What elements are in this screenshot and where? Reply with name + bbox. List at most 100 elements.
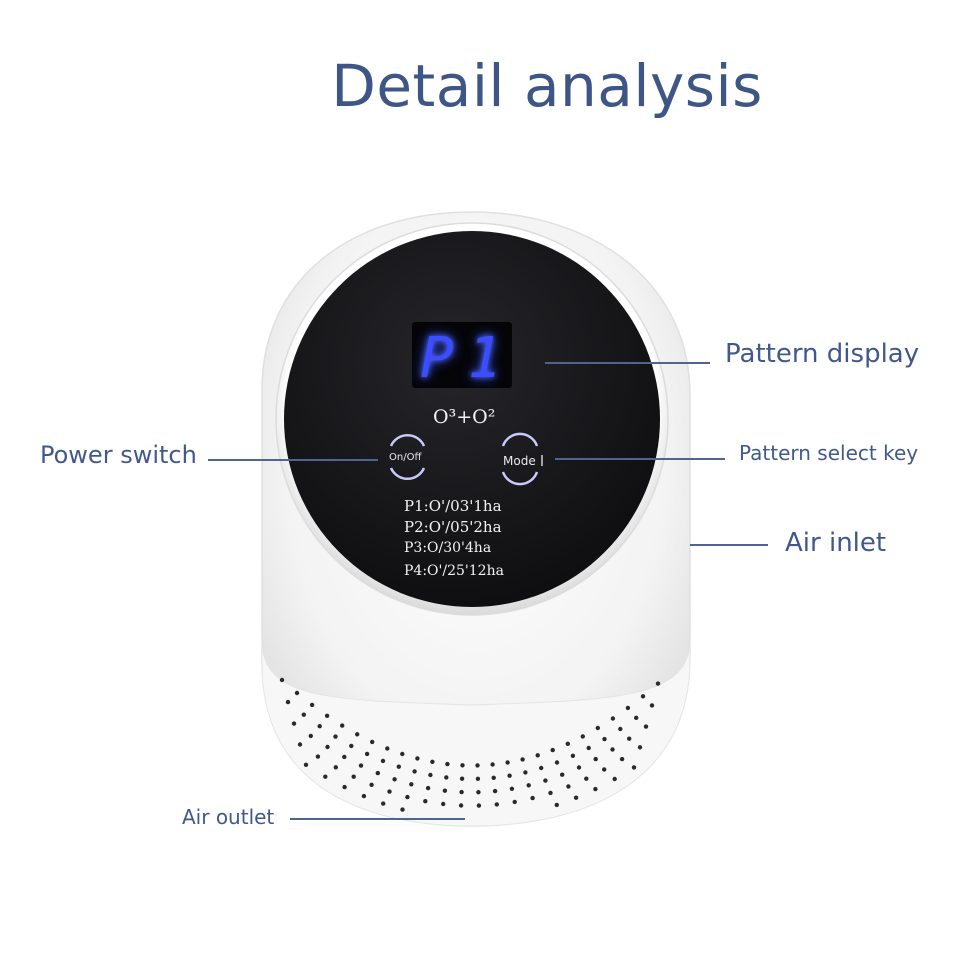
vent-hole: [342, 754, 347, 760]
vent-hole: [475, 776, 481, 781]
vent-hole: [412, 769, 417, 774]
vent-hole: [361, 793, 367, 799]
vent-hole: [370, 739, 375, 745]
vent-hole: [570, 753, 576, 758]
vent-hole: [586, 745, 591, 751]
vent-hole: [619, 756, 625, 762]
vent-hole: [507, 773, 512, 778]
vent-hole: [560, 772, 565, 777]
vent-hole: [631, 765, 637, 770]
vent-hole: [602, 736, 607, 742]
vent-hole: [405, 794, 410, 800]
power-switch-leader: [208, 459, 378, 461]
vent-hole: [324, 713, 330, 718]
vent-hole: [430, 759, 435, 764]
on-off-button-ring: [389, 433, 426, 481]
vent-hole: [505, 760, 510, 765]
vent-hole: [494, 802, 499, 807]
vent-hole: [543, 778, 548, 783]
vent-hole: [387, 789, 392, 794]
vent-hole: [392, 777, 397, 782]
vent-hole: [285, 699, 291, 705]
vent-hole: [554, 802, 559, 808]
on-off-button[interactable]: On/Off: [389, 452, 422, 463]
vent-hole: [475, 763, 480, 768]
vent-hole: [539, 765, 544, 771]
vent-hole: [442, 788, 448, 793]
vent-hole: [279, 677, 285, 683]
vent-hole: [640, 694, 646, 699]
vent-hole: [612, 776, 617, 782]
pattern-item: P3:O/30'4ha: [404, 540, 492, 556]
vent-hole: [369, 782, 374, 787]
air-inlet-label: Air inlet: [785, 528, 887, 558]
control-panel: [284, 231, 660, 607]
vent-hole: [509, 786, 515, 791]
vent-hole: [423, 799, 428, 804]
vent-hole: [526, 783, 531, 788]
vent-hole: [610, 747, 615, 752]
vent-hole: [441, 801, 446, 807]
vent-hole: [491, 775, 496, 780]
vent-hole: [637, 745, 643, 750]
vent-hole: [351, 774, 356, 779]
vent-hole: [340, 723, 345, 728]
page-title: Detail analysis: [331, 52, 763, 120]
vent-hole: [333, 734, 338, 739]
vent-hole: [301, 712, 306, 717]
vent-hole: [364, 751, 370, 757]
vent-hole: [530, 795, 535, 801]
air-outlet-vents: [279, 677, 661, 812]
vent-hole: [523, 770, 528, 775]
vent-hole: [375, 770, 380, 776]
vent-hole: [355, 732, 360, 737]
vent-hole: [550, 747, 555, 753]
vent-hole: [381, 801, 386, 806]
vent-hole: [476, 803, 482, 808]
vent-hole: [520, 757, 525, 762]
gas-label: O³+O²: [433, 406, 496, 428]
air-inlet-leader: [690, 544, 768, 546]
vent-hole: [649, 703, 655, 708]
vent-hole: [458, 803, 464, 808]
vent-hole: [459, 789, 464, 795]
vent-hole: [444, 775, 449, 780]
mode-button[interactable]: Mode: [503, 454, 536, 468]
vent-hole: [584, 776, 589, 781]
vent-hole: [309, 702, 315, 708]
pattern-display: P1: [420, 326, 516, 391]
vent-hole: [333, 765, 338, 770]
vent-hole: [291, 721, 297, 726]
pattern-item: P2:O'/05'2ha: [404, 518, 502, 536]
vent-hole: [565, 741, 570, 746]
vent-hole: [576, 765, 582, 770]
vent-hole: [595, 725, 600, 731]
display-window: [412, 322, 512, 388]
vent-hole: [303, 762, 309, 767]
front-shell: [261, 639, 691, 827]
vent-hole: [512, 799, 517, 805]
air-outlet-leader: [290, 818, 465, 820]
pattern-select-key-label: Pattern select key: [739, 441, 919, 465]
vent-hole: [602, 767, 607, 772]
vent-hole: [593, 756, 598, 762]
vent-hole: [573, 795, 579, 800]
pattern-display-leader: [545, 362, 710, 364]
vent-hole: [308, 733, 313, 739]
vent-hole: [445, 761, 450, 767]
vent-hole: [492, 788, 498, 794]
vent-hole: [317, 724, 322, 729]
vent-hole: [400, 807, 405, 812]
vent-hole: [323, 774, 328, 779]
vent-hole: [566, 784, 571, 789]
vent-hole: [618, 726, 623, 732]
vent-hole: [610, 716, 616, 721]
vent-hole: [627, 736, 632, 741]
vent-hole: [643, 724, 649, 729]
vent-hole: [425, 785, 431, 791]
vent-hole: [580, 734, 585, 739]
vent-hole: [476, 790, 481, 795]
pattern-display-label: Pattern display: [725, 339, 920, 369]
pattern-select-leader: [555, 458, 725, 460]
vent-hole: [297, 742, 303, 747]
